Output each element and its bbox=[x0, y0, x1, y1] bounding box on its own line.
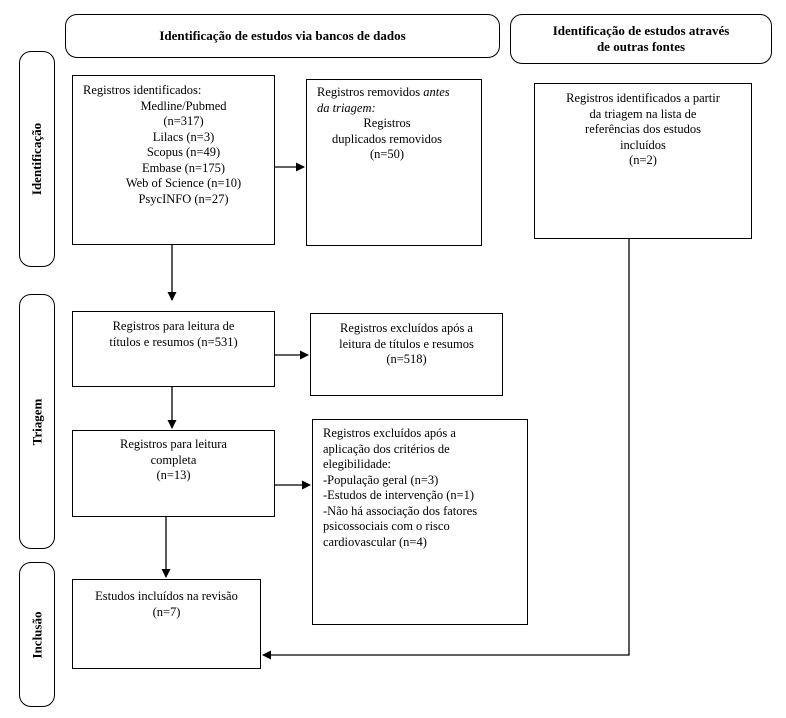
db-web-of-science: Web of Science (n=10) bbox=[125, 176, 242, 190]
other-sources-box: Registros identificados a partir da tria… bbox=[534, 83, 752, 239]
included-line1: Estudos incluídos na revisão bbox=[95, 589, 238, 603]
records-removed-count: (n=50) bbox=[369, 147, 405, 161]
full-text-count: (n=13) bbox=[156, 468, 191, 482]
excluded-reason-no-association-2: psicossociais com o risco bbox=[323, 519, 450, 533]
full-text-line1: Registros para leitura bbox=[120, 437, 227, 451]
header-other-sources-line2: de outras fontes bbox=[596, 39, 686, 54]
phase-identification: Identificação bbox=[19, 51, 55, 267]
db-lilacs: Lilacs (n=3) bbox=[152, 129, 215, 144]
included-count: (n=7) bbox=[152, 604, 181, 619]
header-databases: Identificação de estudos via bancos de d… bbox=[65, 14, 500, 58]
phase-inclusion: Inclusão bbox=[19, 562, 55, 707]
excluded-screening-line2: leitura de títulos e resumos bbox=[339, 336, 474, 351]
other-sources-line3: referências dos estudos bbox=[585, 122, 701, 136]
excluded-full-line2: aplicação dos critérios de bbox=[323, 441, 450, 456]
included-box: Estudos incluídos na revisão (n=7) bbox=[72, 579, 261, 669]
other-sources-line2: da triagem na lista de bbox=[589, 106, 697, 121]
screening-line2: títulos e resumos (n=531) bbox=[109, 334, 238, 349]
screening-box: Registros para leitura de títulos e resu… bbox=[72, 311, 275, 387]
records-removed-box: Registros removidos antes da triagem: Re… bbox=[306, 79, 482, 246]
other-sources-line1: Registros identificados a partir bbox=[566, 91, 720, 105]
header-databases-text: Identificação de estudos via bancos de d… bbox=[159, 28, 406, 43]
other-sources-count: (n=2) bbox=[629, 153, 657, 167]
header-other-sources-line1: Identificação de estudos através bbox=[552, 23, 730, 38]
records-removed-line1: Registros removidos antes bbox=[317, 85, 475, 101]
excluded-full-line1: Registros excluídos após a bbox=[323, 426, 456, 440]
db-medline: Medline/Pubmed bbox=[140, 98, 227, 113]
records-removed-line2: da triagem: bbox=[317, 100, 376, 115]
screening-line1: Registros para leitura de bbox=[112, 319, 235, 333]
db-medline-count: (n=317) bbox=[163, 114, 204, 128]
excluded-reason-intervention: -Estudos de intervenção (n=1) bbox=[323, 488, 475, 502]
full-text-line2: completa bbox=[150, 452, 197, 467]
excluded-screening-count: (n=518) bbox=[386, 352, 427, 366]
excluded-reason-no-association-3: cardiovascular (n=4) bbox=[323, 534, 427, 549]
db-scopus: Scopus (n=49) bbox=[146, 145, 221, 159]
records-identified-title: Registros identificados: bbox=[83, 83, 202, 97]
excluded-reason-no-association: -Não há associação dos fatores bbox=[323, 503, 478, 518]
other-sources-line4: incluídos bbox=[620, 137, 666, 152]
records-removed-line1-a: Registros removidos bbox=[317, 85, 424, 99]
excluded-screening-box: Registros excluídos após a leitura de tí… bbox=[310, 313, 503, 396]
db-embase: Embase (n=175) bbox=[141, 160, 226, 175]
excluded-reason-general-population: -População geral (n=3) bbox=[323, 472, 439, 487]
header-other-sources: Identificação de estudos através de outr… bbox=[510, 14, 772, 64]
phase-screening: Triagem bbox=[19, 294, 55, 549]
db-psycinfo: PsycINFO (n=27) bbox=[138, 191, 229, 206]
records-identified-box: Registros identificados: Medline/Pubmed … bbox=[72, 75, 275, 245]
records-removed-label: Registros bbox=[363, 116, 411, 130]
excluded-screening-line1: Registros excluídos após a bbox=[340, 321, 473, 335]
full-text-box: Registros para leitura completa (n=13) bbox=[72, 430, 275, 517]
arrow-other-sources-to-included bbox=[262, 239, 630, 660]
records-removed-line1-b: antes bbox=[423, 85, 450, 99]
excluded-full-box: Registros excluídos após a aplicação dos… bbox=[312, 419, 528, 625]
records-removed-desc: duplicados removidos bbox=[331, 131, 443, 146]
excluded-full-line3: elegibilidade: bbox=[323, 457, 392, 471]
